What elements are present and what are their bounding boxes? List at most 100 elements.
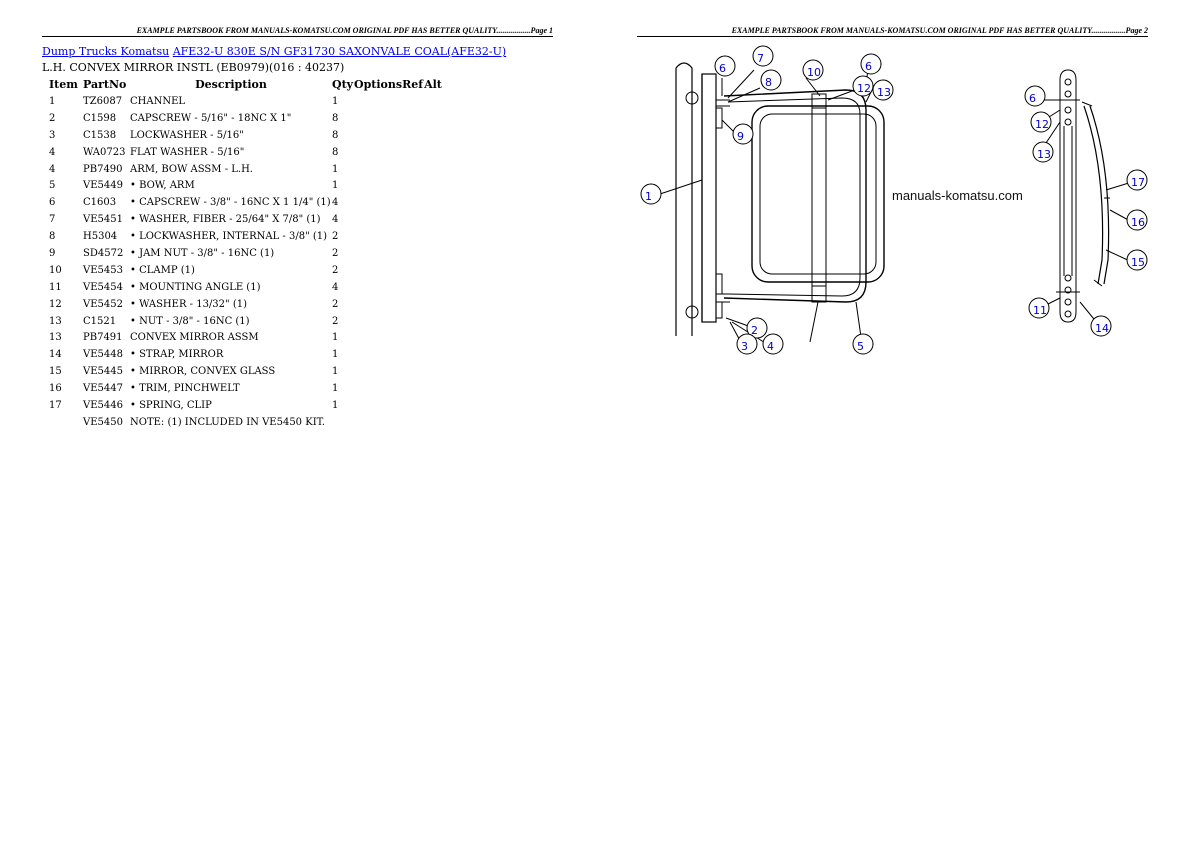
- side-view-mirror-drawing: [1083, 105, 1110, 285]
- qty-cell: [332, 414, 354, 431]
- empty-cell: [424, 245, 446, 262]
- callout-label: 14: [1095, 322, 1109, 335]
- callout-label: 17: [1131, 176, 1145, 189]
- mirror-strap-drawing: [811, 93, 827, 303]
- callout-circle: [860, 53, 882, 75]
- partno-cell: VE5446: [83, 399, 123, 411]
- empty-cell: [424, 228, 446, 245]
- description-cell: • MOUNTING ANGLE (1): [130, 281, 261, 293]
- watermark-text: manuals-komatsu.com: [892, 188, 1023, 203]
- page-header-1: EXAMPLE PARTSBOOK FROM MANUALS-KOMATSU.C…: [42, 26, 553, 37]
- empty-cell: [402, 93, 424, 110]
- item-cell: 16: [49, 383, 62, 395]
- qty-cell: 1: [332, 349, 339, 361]
- empty-cell: [354, 279, 402, 296]
- item-cell: 4: [49, 146, 56, 158]
- qty-cell: 4: [332, 197, 339, 209]
- empty-cell: [354, 177, 402, 194]
- empty-cell: [354, 228, 402, 245]
- empty-cell: [402, 414, 424, 431]
- callout-circle: [1028, 297, 1050, 319]
- empty-cell: [354, 211, 402, 228]
- item-cell: 4: [49, 163, 56, 175]
- callout-label: 8: [765, 76, 772, 89]
- callout-circle: [732, 123, 754, 145]
- callout-circle: [762, 333, 784, 355]
- qty-cell: 1: [332, 180, 339, 192]
- empty-cell: [424, 161, 446, 178]
- empty-cell: [402, 194, 424, 211]
- partno-cell: VE5445: [83, 366, 123, 378]
- description-cell: • MIRROR, CONVEX GLASS: [130, 366, 276, 378]
- table-header-row: Item PartNo Description Qty Options Ref …: [44, 76, 446, 93]
- item-cell: 13: [49, 315, 62, 327]
- empty-cell: [402, 397, 424, 414]
- description-cell: CONVEX MIRROR ASSM: [130, 332, 259, 344]
- page-title: L.H. CONVEX MIRROR INSTL (EB0979)(016 : …: [42, 61, 345, 74]
- mirror-bow-drawing: [723, 89, 867, 303]
- callout-circle: [1030, 111, 1052, 133]
- empty-cell: [354, 397, 402, 414]
- breadcrumb: Dump Trucks Komatsu AFE32-U 830E S/N GF3…: [42, 45, 506, 58]
- qty-cell: 4: [332, 281, 339, 293]
- description-cell: • SPRING, CLIP: [130, 399, 212, 411]
- description-cell: • STRAP, MIRROR: [130, 349, 224, 361]
- callout-circle: [802, 59, 824, 81]
- column-header-alt: Alt: [424, 78, 442, 91]
- empty-cell: [424, 279, 446, 296]
- description-cell: CHANNEL: [130, 95, 186, 107]
- callout-label: 16: [1131, 216, 1145, 229]
- page-header-2: EXAMPLE PARTSBOOK FROM MANUALS-KOMATSU.C…: [637, 26, 1148, 37]
- item-cell: 7: [49, 214, 56, 226]
- callout-circle: [736, 333, 758, 355]
- description-cell: • LOCKWASHER, INTERNAL - 3/8" (1): [130, 231, 328, 243]
- empty-cell: [424, 397, 446, 414]
- partno-cell: VE5450: [83, 416, 123, 428]
- qty-cell: 1: [332, 383, 339, 395]
- breadcrumb-link-dump-trucks[interactable]: Dump Trucks Komatsu: [42, 45, 170, 58]
- breadcrumb-link-model[interactable]: AFE32-U 830E S/N GF31730 SAXONVALE COAL(…: [172, 45, 507, 58]
- partno-cell: SD4572: [83, 247, 124, 259]
- empty-cell: [402, 127, 424, 144]
- partno-cell: C1598: [83, 112, 117, 124]
- item-cell: 1: [49, 95, 56, 107]
- column-header-description: Description: [195, 78, 267, 91]
- partno-cell: H5304: [83, 231, 118, 243]
- qty-cell: 8: [332, 112, 339, 124]
- description-cell: • WASHER, FIBER - 25/64" X 7/8" (1): [130, 214, 321, 226]
- empty-cell: [424, 380, 446, 397]
- cab-post-drawing: [675, 62, 703, 336]
- item-cell: 10: [49, 264, 62, 276]
- empty-cell: [354, 245, 402, 262]
- callout-label: 6: [865, 60, 872, 73]
- empty-cell: [402, 363, 424, 380]
- empty-cell: [402, 296, 424, 313]
- empty-cell: [402, 329, 424, 346]
- partno-cell: VE5449: [83, 180, 123, 192]
- empty-cell: [354, 346, 402, 363]
- description-cell: • NUT - 3/8" - 16NC (1): [130, 315, 250, 327]
- empty-cell: [424, 144, 446, 161]
- empty-cell: [354, 161, 402, 178]
- qty-cell: 1: [332, 163, 339, 175]
- empty-cell: [424, 329, 446, 346]
- callout-circle: [1126, 249, 1148, 271]
- description-cell: • CLAMP (1): [130, 264, 195, 276]
- description-cell: NOTE: (1) INCLUDED IN VE5450 KIT.: [130, 416, 326, 428]
- column-header-item: Item: [49, 78, 78, 91]
- item-cell: 17: [49, 399, 62, 411]
- partno-cell: VE5448: [83, 349, 123, 361]
- column-header-ref: Ref: [402, 78, 423, 91]
- empty-cell: [354, 262, 402, 279]
